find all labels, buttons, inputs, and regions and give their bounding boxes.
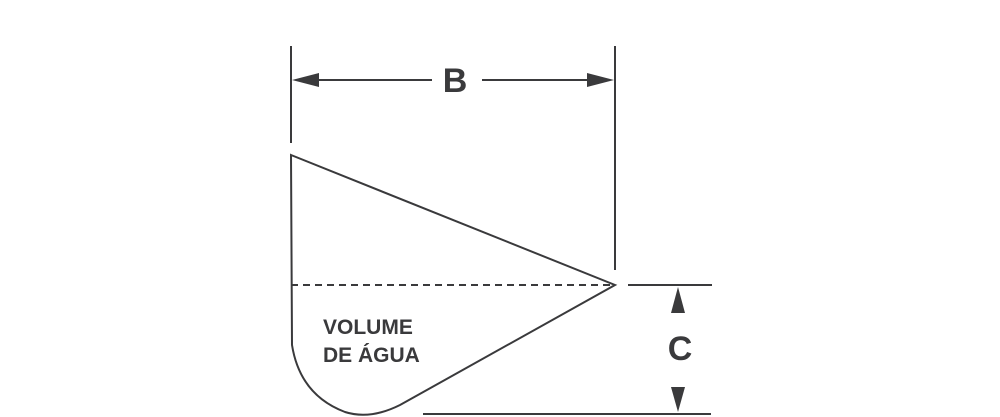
b-arrowhead-right xyxy=(587,73,614,87)
dimension-label-b: B xyxy=(443,62,468,100)
dimension-label-c: C xyxy=(668,330,693,368)
c-arrowhead-up xyxy=(671,287,685,313)
region-label-line1: VOLUME xyxy=(323,316,413,339)
c-arrowhead-down xyxy=(671,387,685,412)
b-arrowhead-left xyxy=(292,73,319,87)
water-volume-shape xyxy=(289,153,618,416)
region-label-line2: DE ÁGUA xyxy=(323,344,420,367)
